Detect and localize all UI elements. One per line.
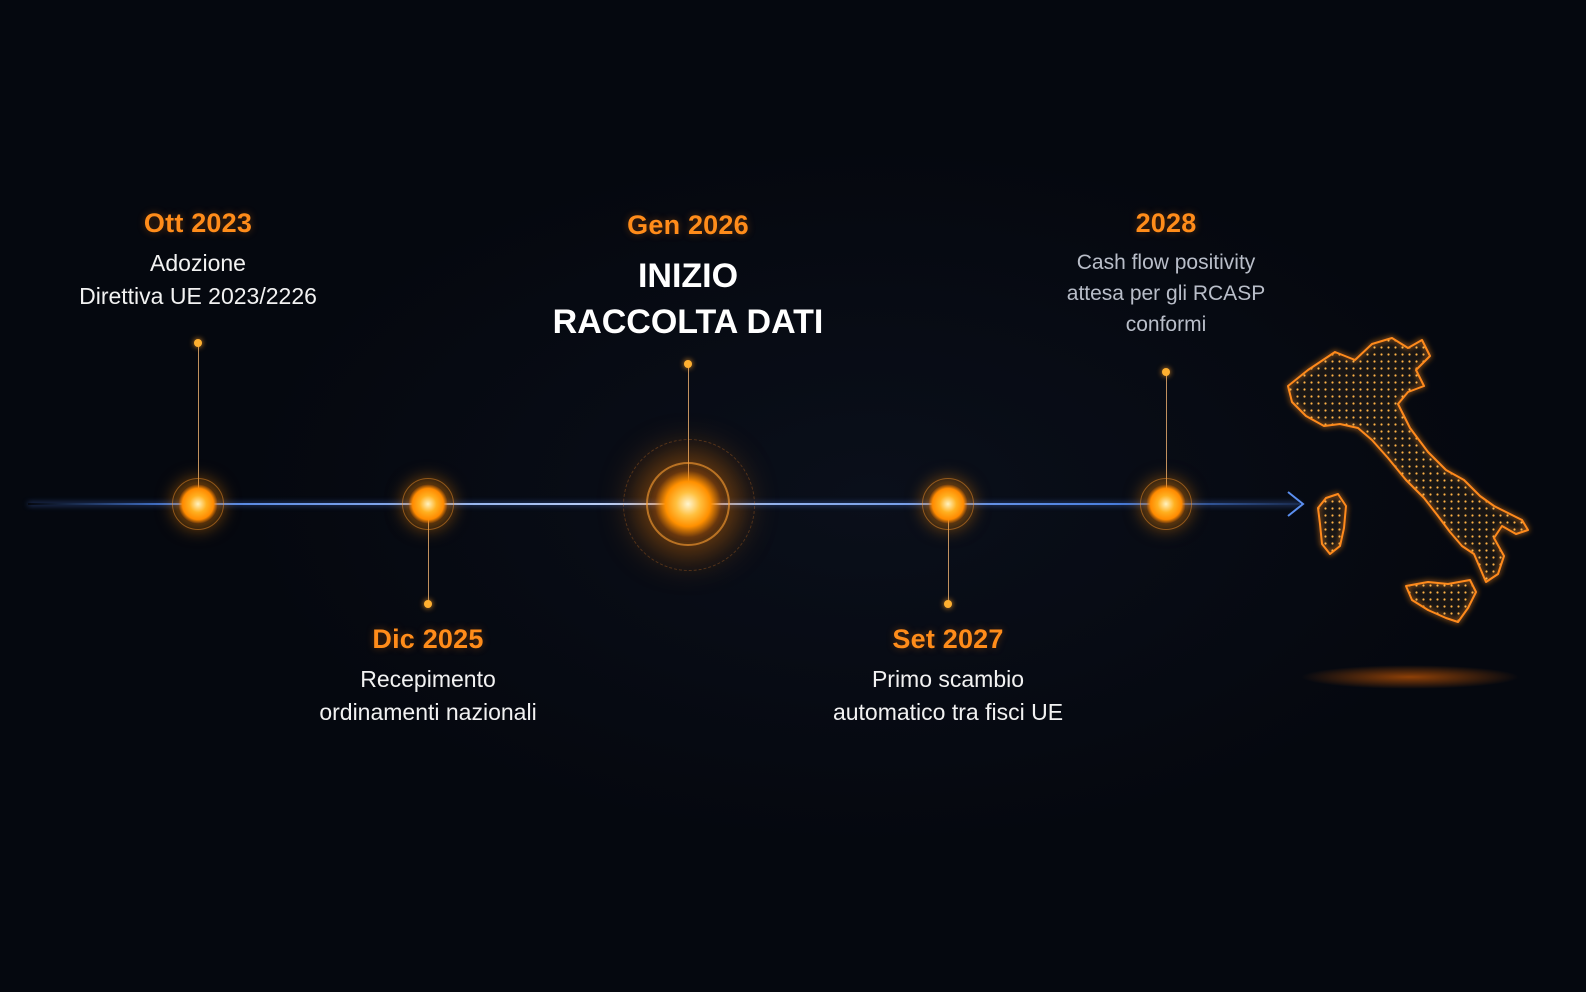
desc-line: attesa per gli RCASP: [1066, 282, 1266, 305]
italy-map-icon: [1287, 337, 1529, 623]
milestone-ott-2023: Ott 2023 Adozione Direttiva UE 2023/2226: [79, 208, 317, 313]
desc-line: Cash flow positivity: [1076, 251, 1256, 274]
milestone-date: Ott 2023: [143, 208, 253, 238]
desc-line: Primo scambio: [871, 666, 1025, 692]
node-dic-2025: [402, 478, 454, 530]
desc-line: Direttiva UE 2023/2226: [79, 283, 317, 309]
milestone-date: Gen 2026: [627, 210, 749, 240]
milestone-2028: 2028 Cash flow positivity attesa per gli…: [1067, 208, 1265, 340]
milestone-description: INIZIO RACCOLTA DATI: [553, 253, 824, 345]
desc-line: conformi: [1125, 313, 1207, 336]
arrow-right-icon: [1287, 491, 1305, 517]
stem-dot-set-2027: [944, 600, 952, 608]
desc-line: Adozione: [150, 250, 246, 276]
milestone-dic-2025: Dic 2025 Recepimento ordinamenti naziona…: [319, 624, 536, 729]
stem-dot-ott-2023: [194, 339, 202, 347]
stem-dot-dic-2025: [424, 600, 432, 608]
milestone-description: Adozione Direttiva UE 2023/2226: [79, 247, 317, 313]
node-ott-2023: [172, 478, 224, 530]
stem-dot-2028: [1162, 368, 1170, 376]
map-glow: [1300, 665, 1520, 689]
milestone-date: Set 2027: [892, 624, 1004, 654]
desc-line: RACCOLTA DATI: [552, 303, 824, 341]
stem-set-2027: [948, 504, 949, 604]
stem-dic-2025: [428, 504, 429, 604]
node-gen-2026: [646, 462, 730, 546]
milestone-date: Dic 2025: [372, 624, 484, 654]
desc-line: INIZIO: [637, 257, 739, 295]
stem-gen-2026: [688, 364, 689, 504]
milestone-description: Primo scambio automatico tra fisci UE: [833, 663, 1063, 729]
stem-2028: [1166, 372, 1167, 504]
milestone-gen-2026: Gen 2026 INIZIO RACCOLTA DATI: [553, 210, 824, 345]
milestone-description: Recepimento ordinamenti nazionali: [319, 663, 536, 729]
milestone-set-2027: Set 2027 Primo scambio automatico tra fi…: [833, 624, 1063, 729]
desc-line: automatico tra fisci UE: [832, 699, 1064, 725]
desc-line: Recepimento: [360, 666, 496, 692]
milestone-description: Cash flow positivity attesa per gli RCAS…: [1067, 247, 1265, 340]
desc-line: ordinamenti nazionali: [319, 699, 537, 725]
milestone-date: 2028: [1135, 208, 1197, 238]
stem-ott-2023: [198, 343, 199, 503]
stem-dot-gen-2026: [684, 360, 692, 368]
node-2028: [1140, 478, 1192, 530]
node-set-2027: [922, 478, 974, 530]
